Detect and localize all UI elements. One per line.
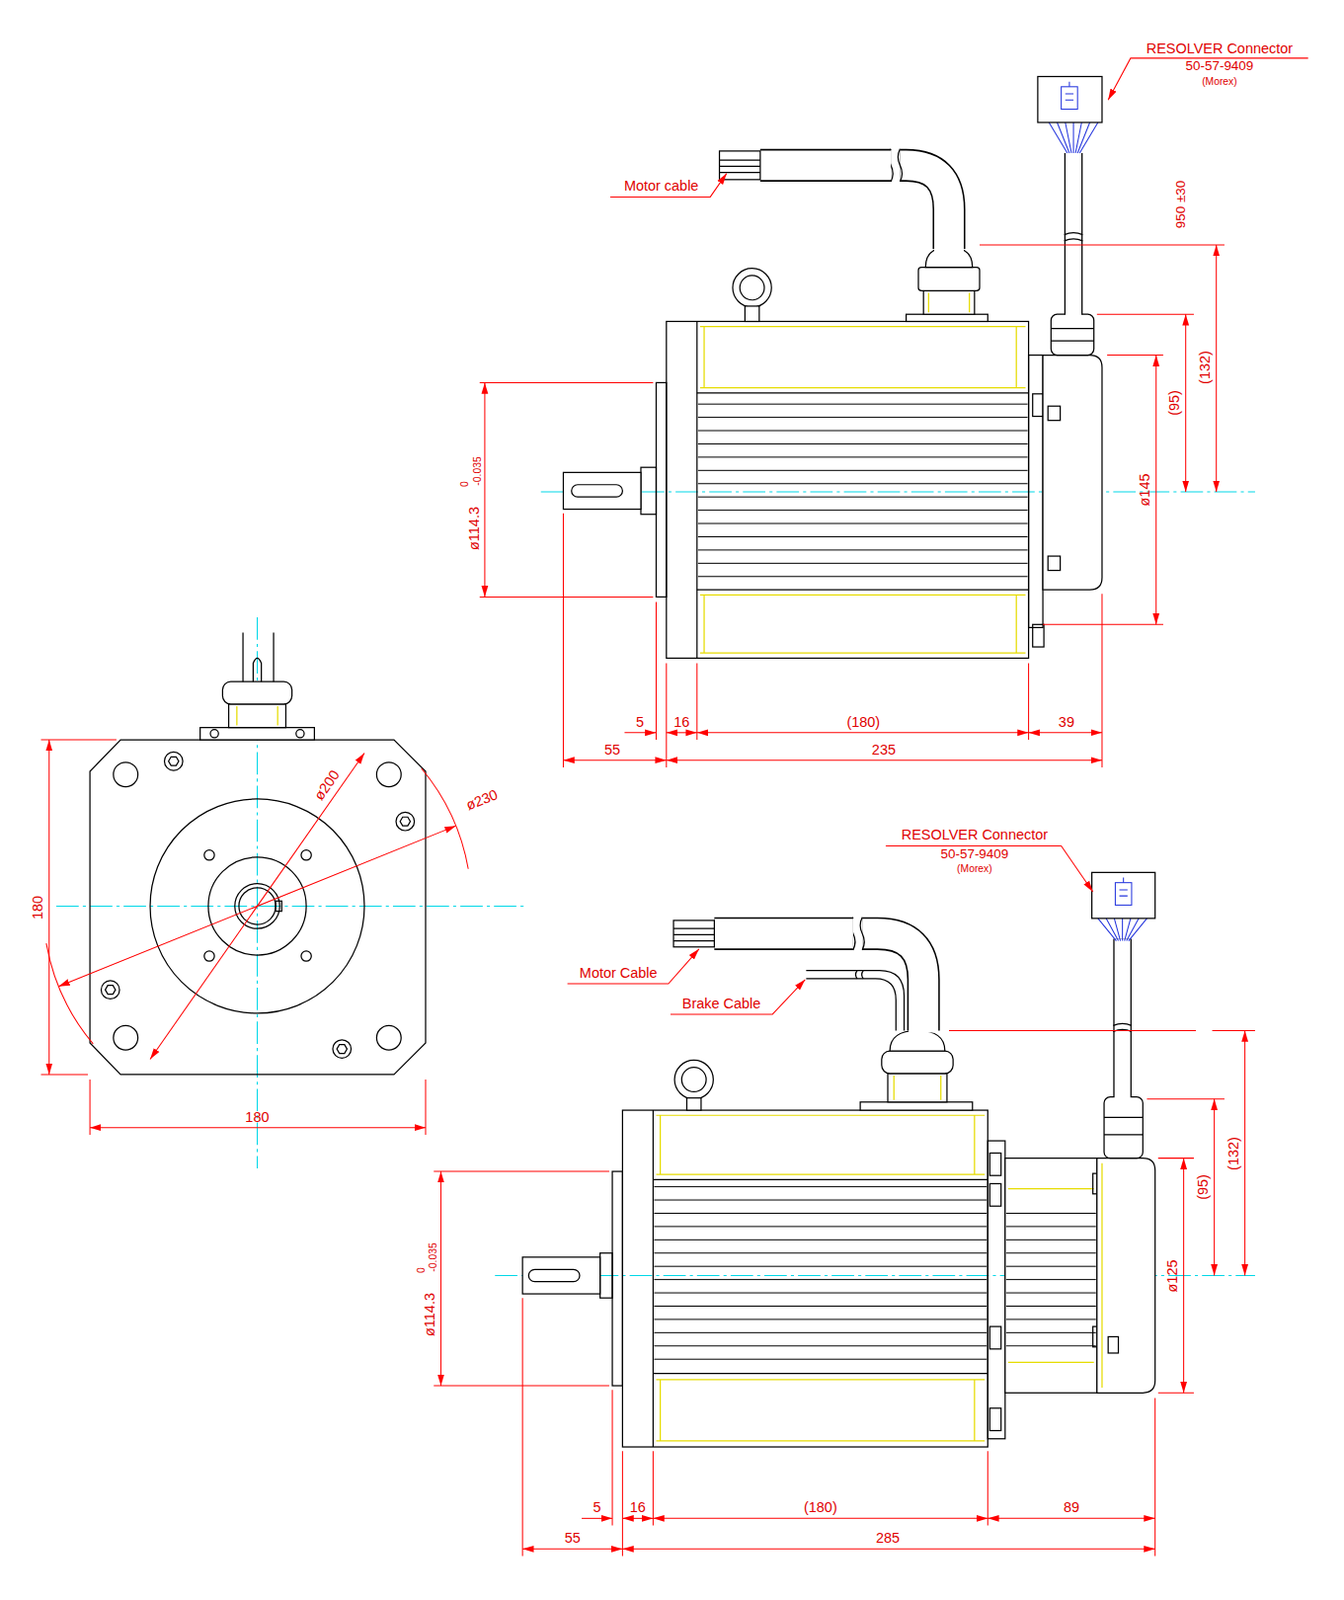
callout-text: RESOLVER Connector bbox=[1146, 40, 1293, 55]
front-view-flange bbox=[40, 617, 526, 1169]
dimension-value: 180 bbox=[30, 895, 45, 920]
callout-text: Motor Cable bbox=[579, 965, 658, 980]
dimension-value: ø145 bbox=[1137, 474, 1152, 507]
side-view-motor-brake bbox=[433, 845, 1256, 1556]
dimension-value: (180) bbox=[846, 713, 880, 728]
dimension-value: (180) bbox=[803, 1500, 838, 1514]
dimension-value: 285 bbox=[875, 1530, 900, 1545]
dimension-value: 180 bbox=[244, 1108, 269, 1123]
dimension-value: 39 bbox=[1058, 713, 1075, 728]
tolerance-value: -0.035 bbox=[472, 457, 482, 486]
dimension-value: 5 bbox=[635, 713, 644, 728]
callout-text: Motor cable bbox=[624, 178, 700, 193]
part-number: 50-57-9409 bbox=[1185, 59, 1255, 73]
side-view-motor bbox=[479, 58, 1309, 768]
dimension-value: (132) bbox=[1197, 350, 1212, 385]
dimension-value: ø114.3 bbox=[466, 506, 480, 551]
maker-name: (Morex) bbox=[1201, 77, 1238, 87]
dimension-value: 55 bbox=[564, 1530, 581, 1545]
tolerance-value: -0.035 bbox=[428, 1243, 439, 1272]
dimension-value: (132) bbox=[1226, 1136, 1241, 1171]
dimension-value: 89 bbox=[1063, 1500, 1080, 1514]
dimension-value: 16 bbox=[630, 1500, 646, 1514]
dimension-value: 55 bbox=[604, 741, 621, 756]
dimension-value: 950 ±30 bbox=[1174, 179, 1187, 228]
callout-text: RESOLVER Connector bbox=[901, 827, 1048, 842]
tolerance-value: 0 bbox=[416, 1266, 427, 1273]
maker-name: (Morex) bbox=[956, 864, 993, 874]
dimension-value: ø200 bbox=[311, 767, 342, 802]
dimension-value: (95) bbox=[1167, 390, 1182, 416]
dimension-value: 235 bbox=[871, 741, 896, 756]
callout-text: Brake Cable bbox=[682, 996, 762, 1011]
part-number: 50-57-9409 bbox=[941, 847, 1010, 861]
dimension-value: ø230 bbox=[464, 787, 500, 813]
tolerance-value: 0 bbox=[460, 480, 471, 487]
dimension-value: 16 bbox=[673, 713, 690, 728]
dimension-value: 5 bbox=[593, 1500, 602, 1514]
dimension-value: ø114.3 bbox=[422, 1292, 437, 1337]
dimension-value: (95) bbox=[1195, 1174, 1210, 1200]
dimension-value: ø125 bbox=[1165, 1259, 1180, 1292]
